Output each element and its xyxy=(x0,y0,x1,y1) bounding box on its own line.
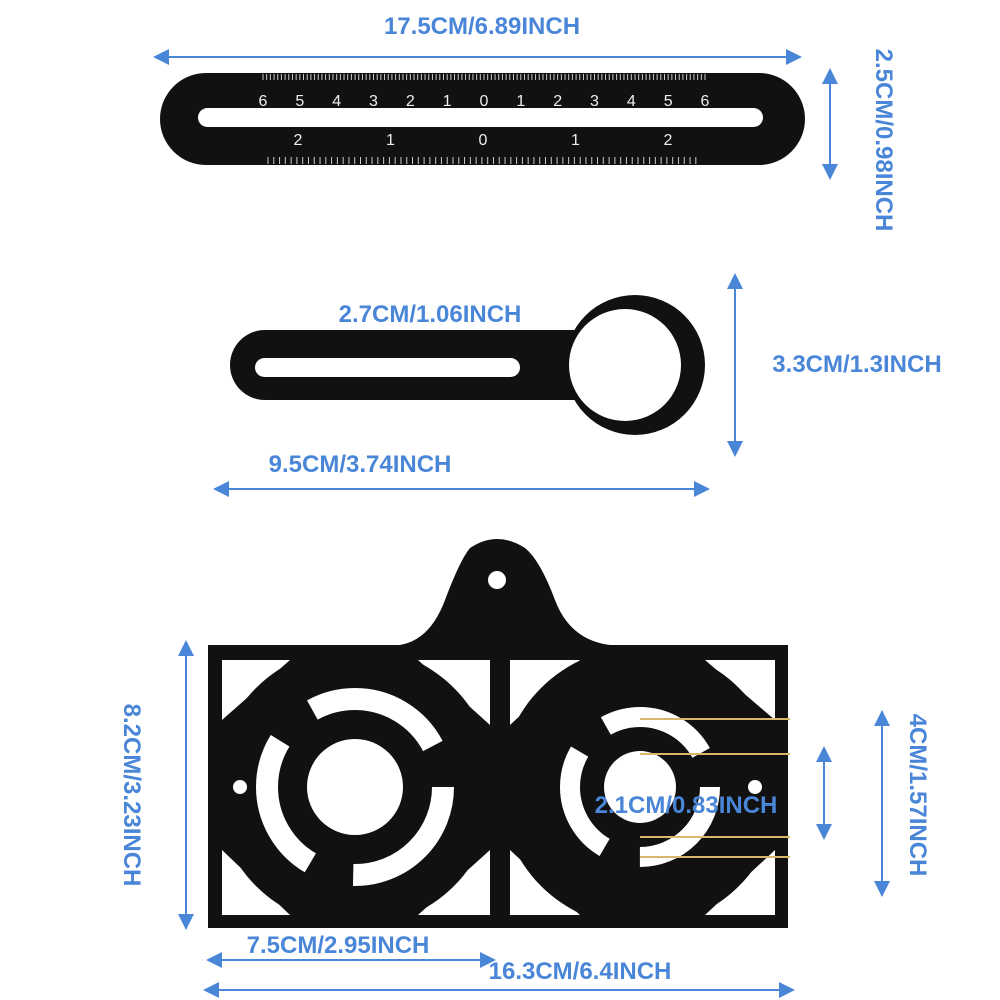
wrench-slot xyxy=(255,358,520,377)
template-plate-part xyxy=(208,539,790,928)
ruler-width-label: 2.5CM/0.98INCH xyxy=(870,49,897,232)
wrench-height-label: 3.3CM/1.3INCH xyxy=(772,351,941,378)
ruler-bottom-number: 2 xyxy=(294,132,303,149)
left-center-hole xyxy=(307,739,403,835)
dimension-arrows xyxy=(153,49,890,998)
ruler-part: 6 5 4 3 2 1 0 1 2 3 4 5 6 2 1 0 1 2 xyxy=(160,73,805,165)
left-ring-cutout xyxy=(256,688,454,886)
plate-height-label: 8.2CM/3.23INCH xyxy=(118,704,145,887)
plate-width-label: 16.3CM/6.4INCH xyxy=(489,958,672,985)
ruler-length-label: 17.5CM/6.89INCH xyxy=(384,13,580,40)
ruler-top-number: 3 xyxy=(369,93,378,110)
ring-inner-label: 2.7CM/1.06INCH xyxy=(339,301,522,328)
wrench-ring-hole xyxy=(569,309,681,421)
ruler-top-number: 5 xyxy=(664,93,673,110)
guide-lines xyxy=(640,718,790,858)
hanging-hole xyxy=(488,571,506,589)
plate-hole-inner-label: 2.1CM/0.83INCH xyxy=(595,792,778,819)
wrench-part xyxy=(230,295,705,435)
wrench-length-label: 9.5CM/3.74INCH xyxy=(269,451,452,478)
ruler-top-number: 1 xyxy=(516,93,525,110)
ruler-bottom-number: 0 xyxy=(479,132,488,149)
ruler-top-number: 4 xyxy=(332,93,341,110)
ruler-top-number: 2 xyxy=(406,93,415,110)
ruler-bottom-number: 2 xyxy=(664,132,673,149)
ruler-top-number: 6 xyxy=(259,93,268,110)
right-center-hole xyxy=(604,751,676,823)
ruler-top-number: 5 xyxy=(295,93,304,110)
ruler-bottom-number: 1 xyxy=(571,132,580,149)
ruler-top-number: 4 xyxy=(627,93,636,110)
ruler-slot xyxy=(198,108,763,127)
plate-hole-outer-label: 4CM/1.57INCH xyxy=(904,714,931,877)
ruler-top-number: 2 xyxy=(553,93,562,110)
ruler-top-number: 6 xyxy=(701,93,710,110)
ruler-bottom-number: 1 xyxy=(386,132,395,149)
plate-half-width-label: 7.5CM/2.95INCH xyxy=(247,932,430,959)
ruler-top-number: 3 xyxy=(590,93,599,110)
ruler-top-number: 0 xyxy=(480,93,489,110)
ruler-top-number: 1 xyxy=(443,93,452,110)
